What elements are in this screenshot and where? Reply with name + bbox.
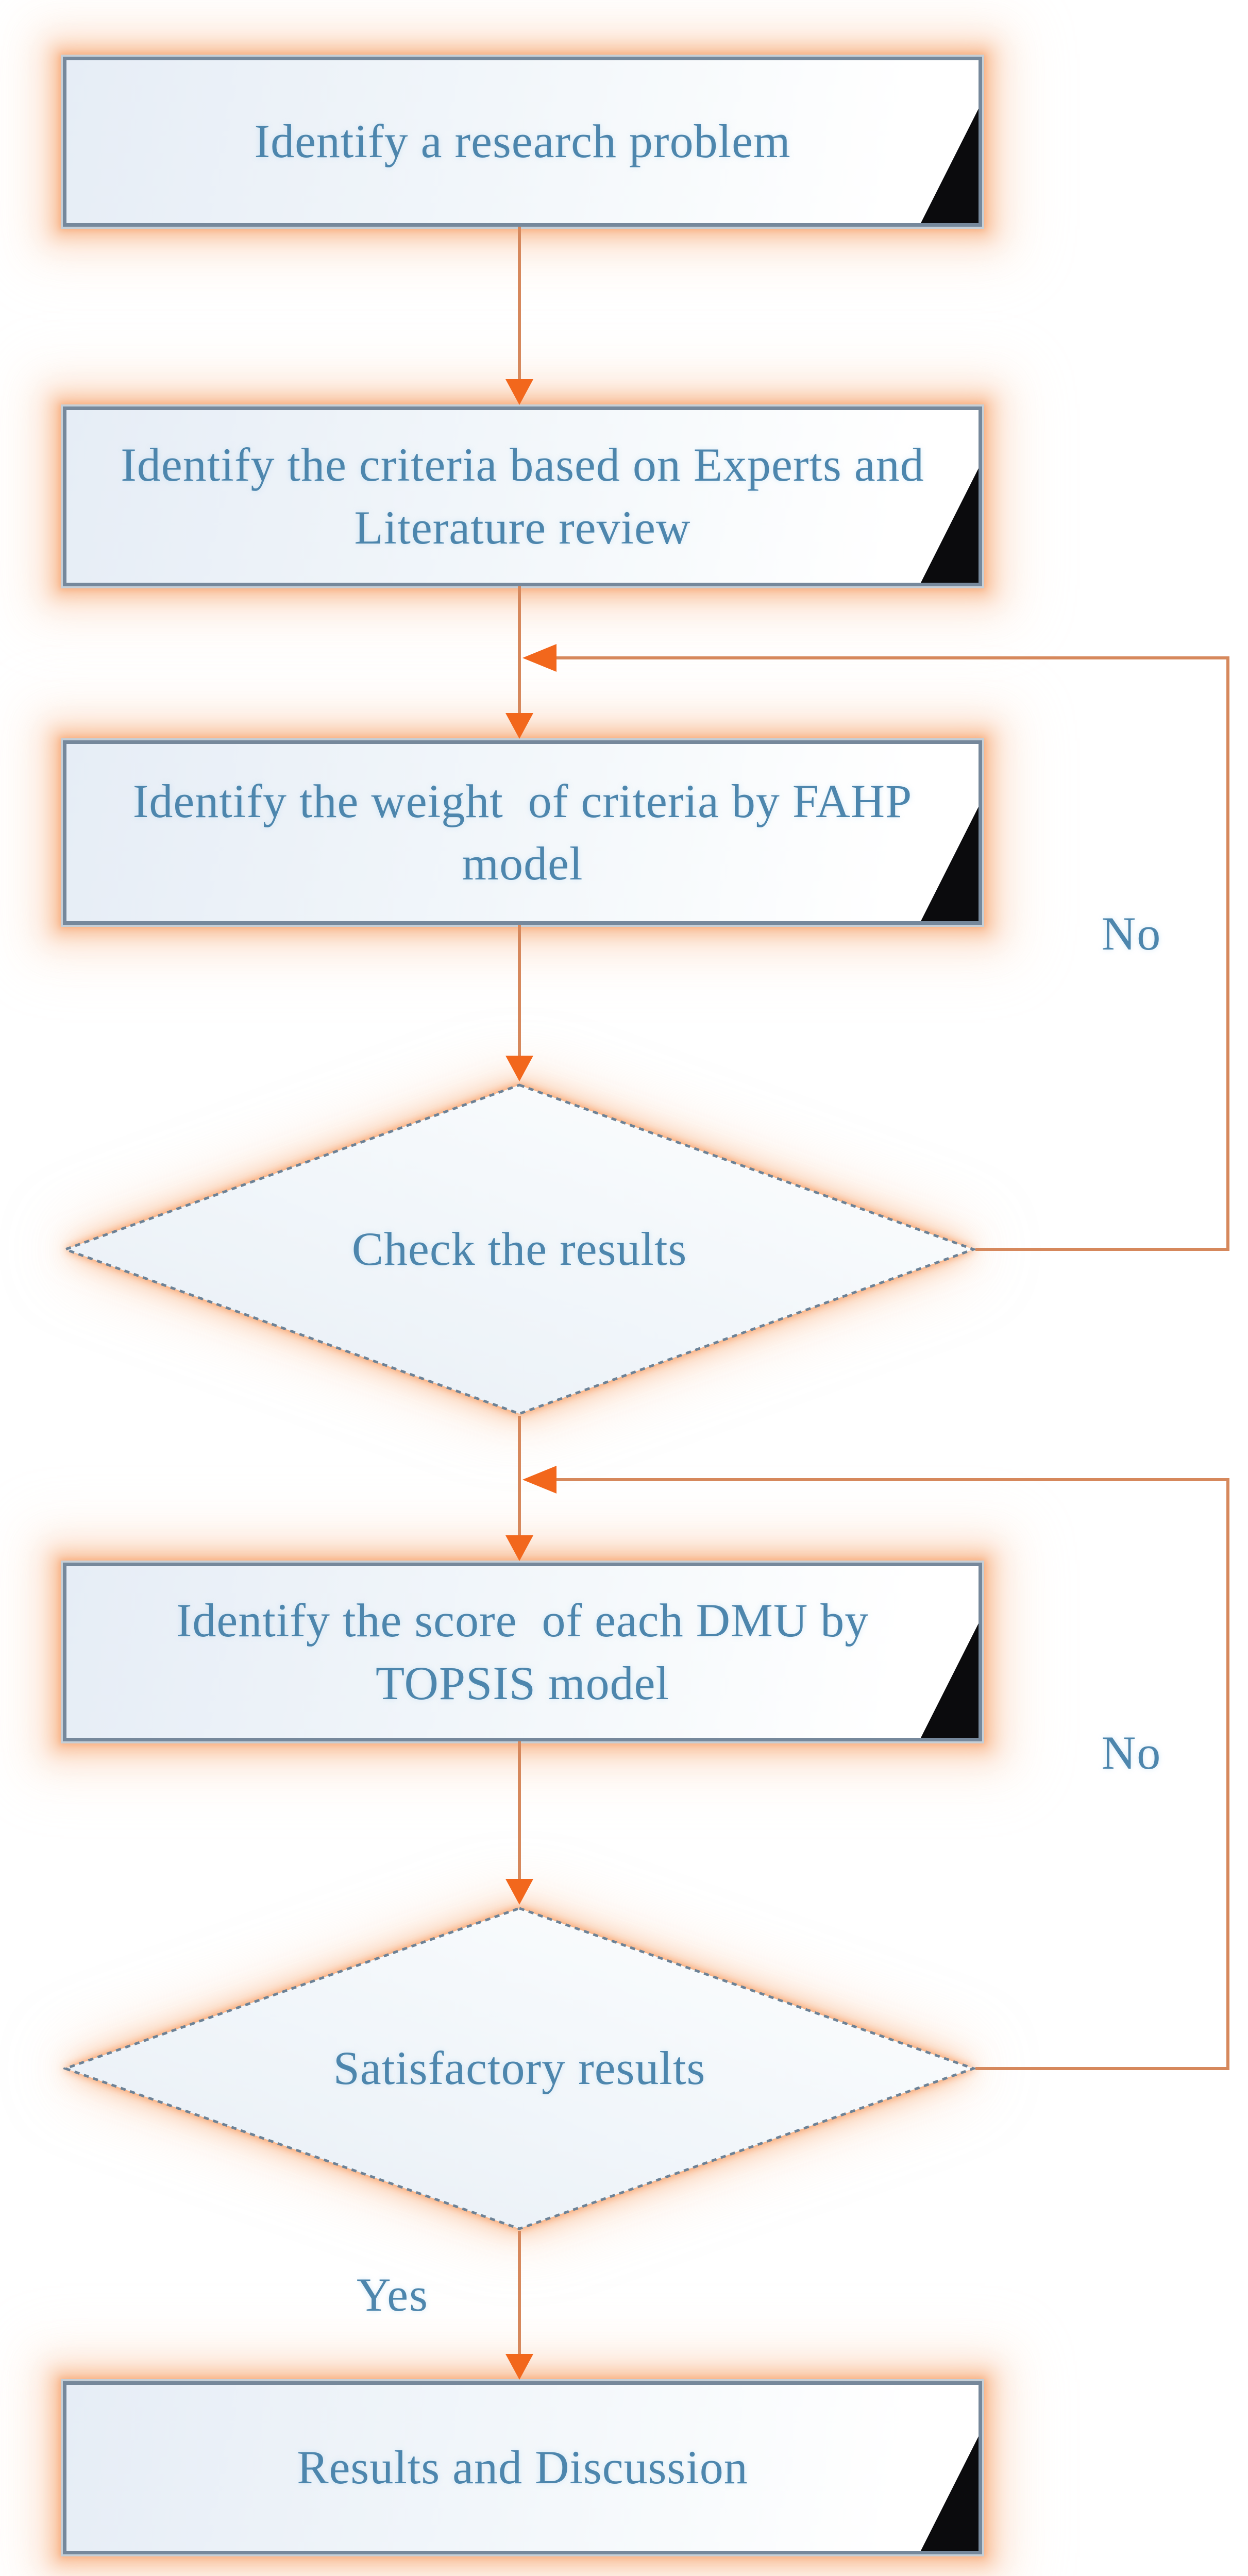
edge-label-no-1: No xyxy=(1101,907,1162,960)
arrowhead-down-icon xyxy=(505,1879,533,1905)
folded-corner-icon xyxy=(921,1623,979,1738)
edge-label-yes: Yes xyxy=(357,2268,429,2321)
folded-corner-icon xyxy=(921,2436,979,2551)
node-label: Satisfactory results xyxy=(333,2042,706,2095)
arrowhead-left-icon xyxy=(522,1466,556,1494)
connector-check-topsis xyxy=(505,1416,533,1561)
connector-criteria-fahp xyxy=(505,586,533,739)
node-label: Identify the weight of criteria by FAHP … xyxy=(132,774,913,890)
node-check: Check the results xyxy=(63,1083,975,1416)
node-label: Check the results xyxy=(351,1223,687,1276)
node-label: Identify a research problem xyxy=(254,115,791,168)
node-topsis: Identify the score of each DMU by TOPSIS… xyxy=(63,1563,982,1741)
arrowhead-down-icon xyxy=(505,379,533,405)
node-label: Identify the score of each DMU by TOPSIS… xyxy=(176,1594,869,1709)
node-label: Identify the criteria based on Experts a… xyxy=(121,438,924,554)
node-results: Results and Discussion xyxy=(63,2381,982,2554)
folded-corner-icon xyxy=(921,807,979,921)
node-satisfactory: Satisfactory results xyxy=(63,1906,975,2231)
arrowhead-down-icon xyxy=(505,1056,533,1081)
node-start: Identify a research problem xyxy=(63,57,982,227)
folded-corner-icon xyxy=(921,468,979,583)
node-criteria: Identify the criteria based on Experts a… xyxy=(63,406,982,586)
node-label: Results and Discussion xyxy=(297,2441,748,2494)
arrowhead-left-icon xyxy=(522,644,556,672)
connector-topsis-satisfactory xyxy=(505,1741,533,1905)
connector-start-criteria xyxy=(505,227,533,405)
arrowhead-down-icon xyxy=(505,1535,533,1561)
node-fahp: Identify the weight of criteria by FAHP … xyxy=(63,740,982,925)
arrowhead-down-icon xyxy=(505,713,533,739)
arrowhead-down-icon xyxy=(505,2354,533,2380)
folded-corner-icon xyxy=(921,109,979,223)
connector-fahp-check xyxy=(505,925,533,1081)
edge-label-no-2: No xyxy=(1101,1726,1162,1779)
connector-satisfactory-results xyxy=(505,2231,533,2380)
